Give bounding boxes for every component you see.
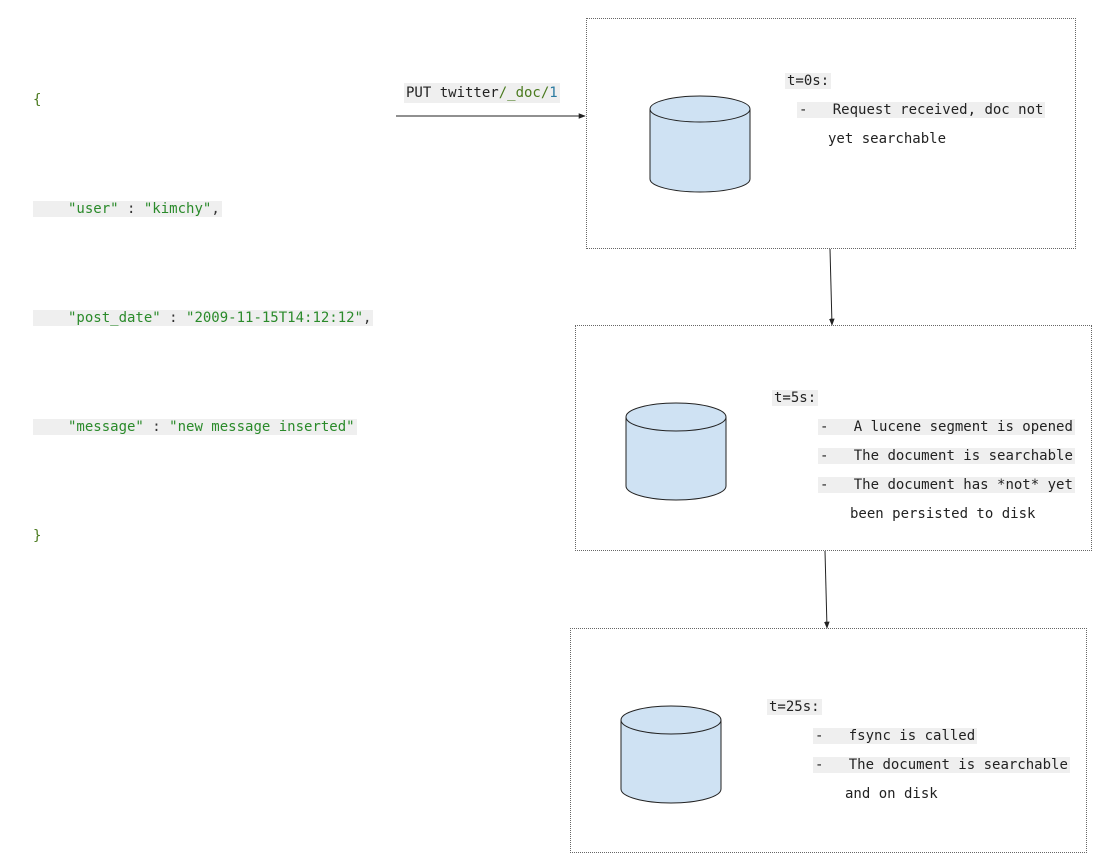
- stage-3-bullet-1: - fsync is called: [813, 728, 978, 744]
- database-cylinder-icon: [649, 95, 751, 193]
- arrow-stage-1-to-stage-2: [829, 248, 835, 326]
- json-request-body: { "user" : "kimchy", "post_date" : "2009…: [33, 50, 374, 566]
- stage-3-bullet-2: - The document is searchable: [813, 757, 1070, 773]
- stage-box-t0: [586, 18, 1076, 249]
- stage-box-t5: [575, 325, 1092, 551]
- database-cylinder-icon: [625, 402, 727, 501]
- stage-1-time: t=0s:: [785, 73, 832, 89]
- database-cylinder-icon: [620, 705, 722, 804]
- stage-2-bullet-3-cont: been persisted to disk: [850, 506, 1036, 522]
- stage-2-bullet-1: - A lucene segment is opened: [818, 419, 1075, 435]
- stage-2-time: t=5s:: [772, 390, 819, 406]
- stage-3-bullet-2-cont: and on disk: [845, 786, 938, 802]
- stage-1-bullet: - Request received, doc not: [797, 102, 1046, 118]
- json-open-brace: {: [33, 92, 42, 108]
- arrow-stage-2-to-stage-3: [824, 550, 830, 629]
- json-close-brace: }: [33, 528, 42, 544]
- json-line-user: "user" : "kimchy",: [33, 201, 222, 217]
- stage-box-t25: [570, 628, 1087, 853]
- stage-3-time: t=25s:: [767, 699, 822, 715]
- stage-2-bullet-2: - The document is searchable: [818, 448, 1075, 464]
- stage-2-bullet-3: - The document has *not* yet: [818, 477, 1075, 493]
- json-line-message: "message" : "new message inserted": [33, 419, 357, 435]
- json-line-post-date: "post_date" : "2009-11-15T14:12:12",: [33, 310, 374, 326]
- stage-1-bullet-cont: yet searchable: [828, 131, 947, 147]
- put-request-label: PUT twitter/_doc/1: [404, 83, 560, 103]
